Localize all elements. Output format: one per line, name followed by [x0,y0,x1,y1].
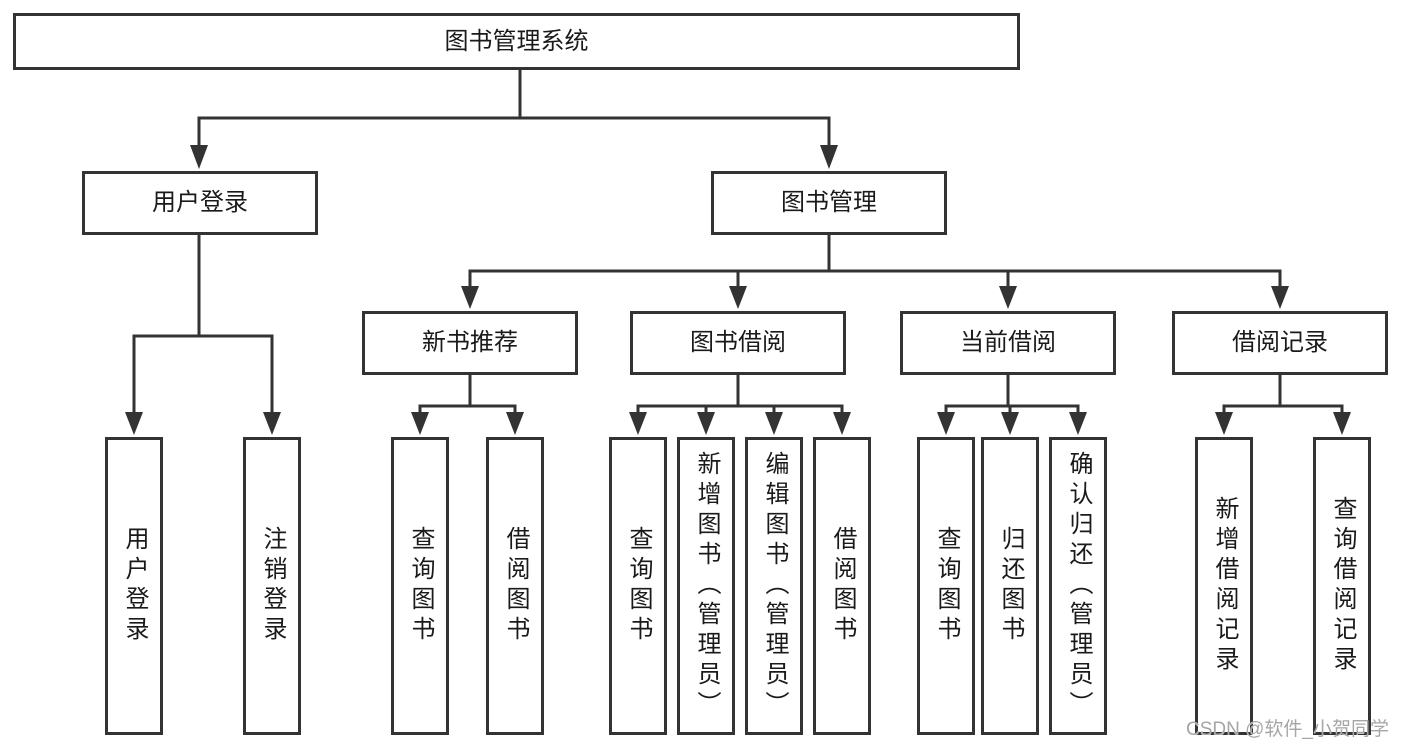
leaf-user-login: 用户登录 [105,437,163,735]
node-book-borrow: 图书借阅 [630,311,846,375]
leaf-label: 查询图书 [625,526,652,646]
node-book-management: 图书管理 [711,171,947,235]
leaf-label: 查询图书 [933,526,960,646]
leaf-return-book: 归还图书 [981,437,1039,735]
leaf-label: 查询借阅记录 [1329,496,1356,676]
connector-borrow-to-leaves [629,373,851,435]
leaf-query-book-1: 查询图书 [391,437,449,735]
connector-mgmt-to-level3 [461,233,1289,309]
leaf-label: 新增图书（管理员） [693,451,720,721]
csdn-watermark: CSDN @软件_小贺同学 [1186,719,1389,740]
leaf-label: 编辑图书（管理员） [761,451,788,721]
node-current-borrow: 当前借阅 [900,311,1116,375]
leaf-add-borrow-record: 新增借阅记录 [1195,437,1253,735]
leaf-label: 新增借阅记录 [1211,496,1238,676]
node-borrow-record: 借阅记录 [1172,311,1388,375]
leaf-edit-book-admin: 编辑图书（管理员） [745,437,803,735]
node-root-title: 图书管理系统 [13,13,1020,70]
connector-newbook-to-leaves [411,373,524,435]
leaf-label: 确认归还（管理员） [1065,451,1092,721]
connector-login-to-leaves [125,233,281,435]
leaf-borrow-book-1: 借阅图书 [486,437,544,735]
leaf-query-book-3: 查询图书 [917,437,975,735]
connector-current-to-leaves [937,373,1087,435]
leaf-label: 借阅图书 [502,526,529,646]
leaf-label: 查询图书 [407,526,434,646]
connector-record-to-leaves [1215,373,1351,435]
leaf-add-book-admin: 新增图书（管理员） [677,437,735,735]
leaf-query-book-2: 查询图书 [609,437,667,735]
leaf-borrow-book-2: 借阅图书 [813,437,871,735]
node-user-login: 用户登录 [82,171,318,235]
connector-root-to-level2 [190,67,838,169]
leaf-label: 用户登录 [121,526,148,646]
leaf-query-borrow-record: 查询借阅记录 [1313,437,1371,735]
node-new-book-recommend: 新书推荐 [362,311,578,375]
leaf-label: 注销登录 [259,526,286,646]
leaf-label: 归还图书 [997,526,1024,646]
leaf-label: 借阅图书 [829,526,856,646]
leaf-logout: 注销登录 [243,437,301,735]
leaf-confirm-return-admin: 确认归还（管理员） [1049,437,1107,735]
